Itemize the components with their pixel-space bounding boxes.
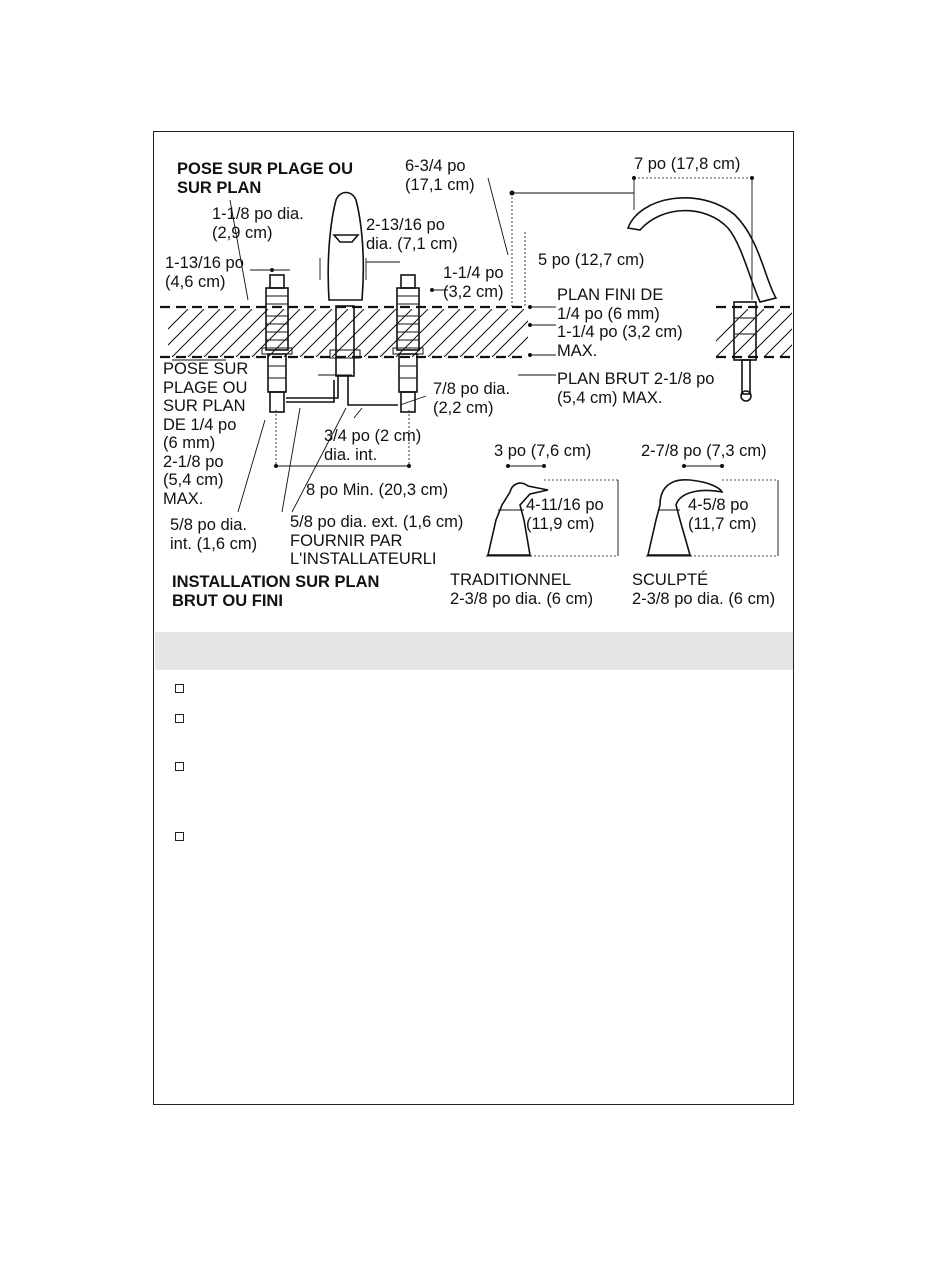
spout-top-height-label: 7 po (17,8 cm) bbox=[634, 155, 741, 173]
dimension-lines bbox=[172, 176, 779, 557]
handle-traditional bbox=[486, 482, 549, 557]
pose-title: POSE SUR PLAGE OU SUR PLAN bbox=[177, 160, 354, 197]
dia-34-label: 3/4 po (2 cm) dia. int. bbox=[324, 427, 422, 464]
deck-hatch-right bbox=[716, 309, 792, 357]
diagram-frame bbox=[153, 131, 794, 1105]
handle-valve-dia-label: 1-13/16 po (4,6 cm) bbox=[165, 254, 244, 291]
spout-profile bbox=[626, 197, 778, 402]
checklist-box-4[interactable] bbox=[175, 832, 184, 841]
handle-sculpted bbox=[646, 479, 724, 557]
plan-brut-label: PLAN BRUT 2-1/8 po (5,4 cm) MAX. bbox=[557, 370, 715, 407]
spout-reach-label: 6-3/4 po (17,1 cm) bbox=[405, 157, 475, 194]
dia-78-label: 7/8 po dia. (2,2 cm) bbox=[433, 380, 511, 417]
sculpt-height-label: 4-5/8 po (11,7 cm) bbox=[688, 496, 757, 533]
install-title: INSTALLATION SUR PLAN BRUT OU FINI bbox=[172, 573, 380, 610]
dia-58-ext-label: 5/8 po dia. ext. (1,6 cm) FOURNIR PAR L'… bbox=[290, 513, 464, 568]
right-valve bbox=[392, 274, 424, 413]
spout-base-dia-label: 2-13/16 po dia. (7,1 cm) bbox=[366, 216, 458, 253]
pose-left-label: POSE SUR PLAGE OU SUR PLAN DE 1/4 po (6 … bbox=[163, 360, 249, 508]
checklist-box-3[interactable] bbox=[175, 762, 184, 771]
dia-58-int-label: 5/8 po dia. int. (1,6 cm) bbox=[170, 516, 258, 553]
checklist-box-2[interactable] bbox=[175, 714, 184, 723]
trad-name-label: TRADITIONNEL 2-3/8 po dia. (6 cm) bbox=[450, 571, 594, 608]
spout-dia-label: 1-1/8 po dia. (2,9 cm) bbox=[212, 205, 304, 242]
trad-height-label: 4-11/16 po (11,9 cm) bbox=[526, 496, 604, 533]
checklist-box-1[interactable] bbox=[175, 684, 184, 693]
sculpt-name-label: SCULPTÉ 2-3/8 po dia. (6 cm) bbox=[632, 571, 776, 608]
sculpt-width-label: 2-7/8 po (7,3 cm) bbox=[641, 442, 767, 460]
spout-height-label: 5 po (12,7 cm) bbox=[538, 251, 645, 269]
min-distance-label: 8 po Min. (20,3 cm) bbox=[306, 481, 449, 499]
plan-fini-label: PLAN FINI DE 1/4 po (6 mm) 1-1/4 po (3,2… bbox=[557, 286, 683, 360]
center-spout bbox=[286, 191, 398, 406]
deck-above-label: 1-1/4 po (3,2 cm) bbox=[443, 264, 504, 301]
section-header-band bbox=[155, 632, 793, 670]
trad-width-label: 3 po (7,6 cm) bbox=[494, 442, 592, 460]
left-valve bbox=[261, 274, 293, 413]
